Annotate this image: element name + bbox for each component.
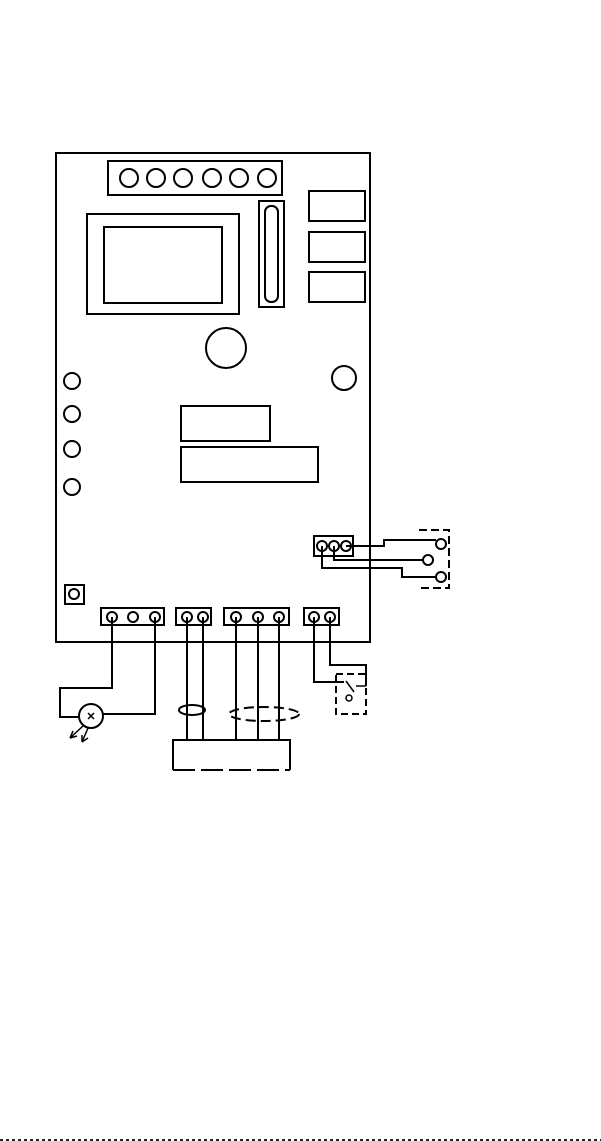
push-switch-icon — [336, 674, 366, 714]
relay-3 — [309, 272, 365, 302]
connector-screw — [230, 169, 248, 187]
push-button-knob — [69, 589, 79, 599]
wire-side-1 — [346, 540, 436, 546]
limit-switch-box — [419, 530, 449, 588]
connector-screw — [258, 169, 276, 187]
connector-screw — [203, 169, 221, 187]
led-4 — [64, 479, 80, 495]
wire-lamp-1 — [60, 617, 112, 717]
chip-small — [181, 406, 270, 441]
fuse-holder — [259, 201, 284, 307]
lamp-icon — [70, 704, 103, 742]
relay-1 — [309, 191, 365, 221]
push-switch-lever — [346, 681, 354, 692]
external-device-solid — [173, 740, 290, 770]
connector-screw — [147, 169, 165, 187]
limit-switch-contact — [423, 555, 433, 565]
terminal-block-switch — [304, 608, 339, 625]
transformer-outer — [87, 214, 239, 314]
chip-large — [181, 447, 318, 482]
connector-screw — [120, 169, 138, 187]
connector-screw — [174, 169, 192, 187]
external-device-box — [173, 740, 290, 770]
relay-2 — [309, 232, 365, 262]
limit-switch-contact — [436, 572, 446, 582]
trimmer — [332, 366, 356, 390]
push-switch-contact — [346, 695, 352, 701]
terminal-block-power — [176, 608, 211, 625]
transformer — [87, 214, 239, 314]
terminal-screw — [128, 612, 138, 622]
cable-sheath-dashed — [229, 707, 299, 721]
top-connector-block — [108, 161, 282, 195]
push-switch-box — [336, 674, 366, 714]
fuse — [265, 206, 278, 302]
wire-side-3 — [322, 546, 436, 577]
fuse-holder-frame — [259, 201, 284, 307]
top-connector — [108, 161, 282, 195]
transformer-core — [104, 227, 222, 303]
lamp-filament — [88, 713, 94, 719]
push-button-frame — [65, 585, 84, 604]
led-2 — [64, 406, 80, 422]
push-button — [65, 585, 84, 604]
wire-side-2 — [334, 546, 423, 560]
capacitor — [206, 328, 246, 368]
led-1 — [64, 373, 80, 389]
limit-switch-contact — [436, 539, 446, 549]
led-3 — [64, 441, 80, 457]
cable-sheath — [179, 705, 205, 715]
wire-lamp-2 — [103, 617, 155, 714]
